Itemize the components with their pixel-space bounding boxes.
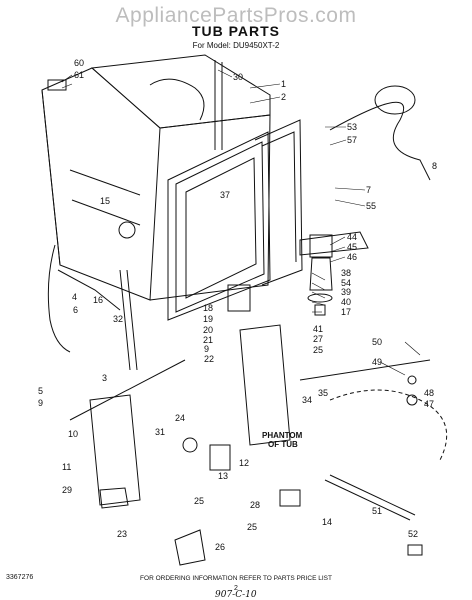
callout-25a: 25 — [194, 496, 204, 506]
callout-25b: 25 — [247, 522, 257, 532]
fill-valve — [227, 284, 251, 312]
callout-21: 21 — [203, 335, 213, 345]
callout-18: 18 — [203, 303, 213, 313]
nut-49 — [407, 375, 417, 385]
document-number: 3367276 — [6, 574, 34, 581]
callout-13: 13 — [218, 471, 228, 481]
callout-6: 6 — [73, 305, 78, 315]
callout-25c: 25 — [313, 345, 323, 355]
callout-12: 12 — [239, 458, 249, 468]
handwritten-note: 907-C-10 — [215, 590, 257, 600]
page-number: 2 — [234, 585, 238, 592]
wheel-24 — [182, 437, 198, 453]
tube-30 — [214, 60, 223, 150]
end-cap-52 — [407, 544, 423, 556]
callout-5: 5 — [38, 386, 43, 396]
phantom-tub-outline — [329, 389, 448, 461]
callout-40: 40 — [341, 297, 351, 307]
callout-38: 38 — [341, 268, 351, 278]
callout-20: 20 — [203, 325, 213, 335]
callout-3: 3 — [102, 373, 107, 383]
callout-28: 28 — [250, 500, 260, 510]
callout-54: 54 — [341, 278, 351, 288]
hose-clamp — [57, 269, 121, 311]
pump-assembly — [299, 231, 369, 316]
callout-1: 1 — [281, 79, 286, 89]
callout-61: 61 — [74, 70, 84, 80]
callout-60: 60 — [74, 58, 84, 68]
callout-14: 14 — [322, 517, 332, 527]
callout-37: 37 — [220, 190, 230, 200]
door-gasket — [167, 119, 303, 321]
callout-50: 50 — [372, 337, 382, 347]
tub-body — [41, 54, 271, 301]
bracket-29 — [99, 487, 129, 509]
callout-55: 55 — [366, 201, 376, 211]
phantom-label-2: OF TUB — [268, 440, 298, 449]
callout-27: 27 — [313, 334, 323, 344]
callout-53: 53 — [347, 122, 357, 132]
callout-34: 34 — [302, 395, 312, 405]
harness-8 — [329, 101, 431, 181]
site-watermark: AppliancePartsPros.com — [115, 4, 357, 27]
rod-3 — [69, 359, 186, 421]
callout-35: 35 — [318, 388, 328, 398]
ordering-note: FOR ORDERING INFORMATION REFER TO PARTS … — [140, 575, 332, 582]
valve-26 — [174, 529, 206, 566]
callout-9b: 9 — [204, 344, 209, 354]
callout-30: 30 — [233, 72, 243, 82]
nut-48 — [406, 394, 418, 406]
callout-51: 51 — [372, 506, 382, 516]
model-subtitle: For Model: DU9450XT-2 — [192, 41, 280, 50]
callout-16: 16 — [93, 295, 103, 305]
callout-8: 8 — [432, 161, 437, 171]
line-49-50 — [299, 359, 431, 381]
callout-41: 41 — [313, 324, 323, 334]
callout-32: 32 — [113, 314, 123, 324]
callout-48: 48 — [424, 388, 434, 398]
callout-7: 7 — [366, 185, 371, 195]
phantom-label-1: PHANTOM — [262, 431, 303, 440]
left-leg-bracket — [89, 394, 141, 506]
part-28 — [279, 489, 301, 507]
callout-31: 31 — [155, 427, 165, 437]
rail-32 — [119, 269, 138, 371]
page-title: TUB PARTS — [191, 23, 281, 39]
callout-22: 22 — [204, 354, 214, 364]
callout-19: 19 — [203, 314, 213, 324]
callout-24: 24 — [175, 413, 185, 423]
callout-10: 10 — [68, 429, 78, 439]
callout-39: 39 — [341, 287, 351, 297]
callout-17: 17 — [341, 307, 351, 317]
callout-49: 49 — [372, 357, 382, 367]
rail-51 — [324, 474, 416, 521]
callout-47: 47 — [424, 399, 434, 409]
callout-45: 45 — [347, 242, 357, 252]
callout-numbers: 1 2 3 4 5 6 7 8 9 9 10 11 12 13 14 15 16… — [38, 58, 437, 552]
callout-15: 15 — [100, 196, 110, 206]
callout-57: 57 — [347, 135, 357, 145]
leader-lines — [61, 69, 421, 376]
callout-9a: 9 — [38, 398, 43, 408]
callout-29: 29 — [62, 485, 72, 495]
callout-46: 46 — [347, 252, 357, 262]
callout-52: 52 — [408, 529, 418, 539]
right-leg-bracket — [239, 324, 291, 446]
callout-23: 23 — [117, 529, 127, 539]
callout-44: 44 — [347, 232, 357, 242]
callout-2: 2 — [281, 92, 286, 102]
part-12 — [209, 444, 231, 471]
drain-hose — [47, 244, 71, 353]
callout-4: 4 — [72, 292, 77, 302]
latch-60 — [47, 79, 67, 91]
coil-57 — [374, 85, 416, 115]
callout-26: 26 — [215, 542, 225, 552]
callout-11: 11 — [62, 462, 71, 472]
